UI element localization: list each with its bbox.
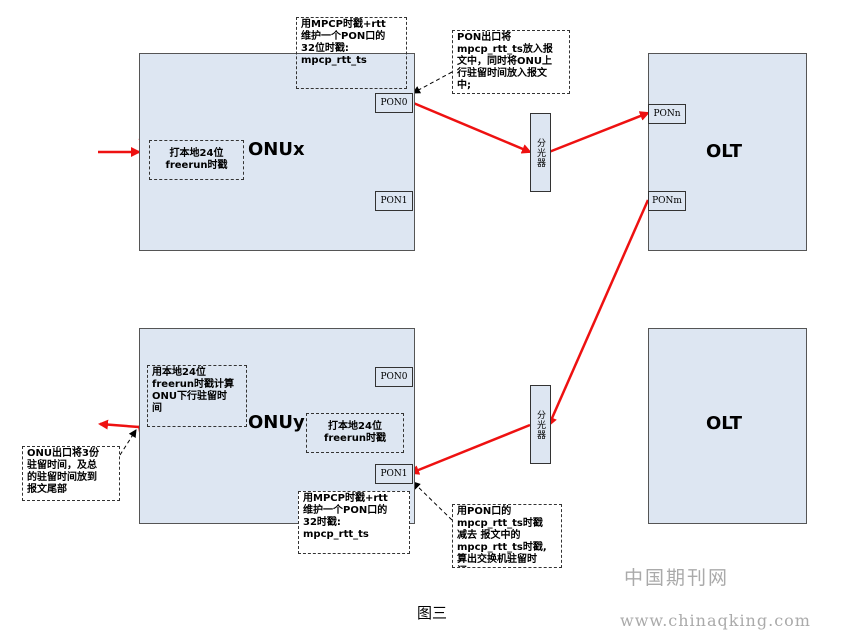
onux-device [139,53,415,251]
olt-out-note: PON出口将 mpcp_rtt_ts放入报 文中，同时将ONU上 行驻留时间放入… [452,30,570,94]
watermark-cn: 中国期刊网 [624,567,730,589]
watermark-url: www.chinaqking.com [620,611,811,630]
output-arrow [98,419,140,430]
onuy-mpcp-note: 用MPCP时戳+rtt 维护一个PON口的 32时戳: mpcp_rtt_ts [298,491,410,554]
onuy-stamp-note: 打本地24位 freerun时戳 [306,413,404,453]
pon-in-note: 用PON口的 mpcp_rtt_ts时戳 减去 报文中的 mpcp_rtt_ts… [452,504,562,568]
onux-mpcp-note: 用MPCP时戳+rtt 维护一个PON口的 32位时戳: mpcp_rtt_ts [296,17,407,89]
olt-bottom-label: OLT [706,413,743,434]
pon-in-pointer [412,481,453,521]
splitter-to-onuy-arrow [409,423,531,475]
olt-out-pointer [412,71,453,94]
onux-pon0-port: PON0 [375,93,413,113]
onuy-calc-note: 用本地24位 freerun时戳计算 ONU下行驻留时 间 [147,365,247,427]
onu-out-pointer [119,429,137,456]
olt-to-splitter-arrow [547,199,650,427]
figure-caption: 图三 [417,604,448,622]
olt-ponn-port: PONn [648,104,686,124]
onuy-pon1-port: PON1 [375,464,413,484]
splitter-top: 分光器 [530,113,551,192]
olt-top-label: OLT [706,141,743,162]
onux-stamp-note: 打本地24位 freerun时戳 [149,140,244,180]
onux-to-splitter-arrow [410,100,532,154]
onuy-label: ONUy [248,412,305,433]
onu-out-note: ONU出口将3份 驻留时间，及总 的驻留时间放到 报文尾部 [22,446,120,501]
olt-top-device [648,53,807,251]
olt-bottom-device [648,328,807,524]
onuy-pon0-port: PON0 [375,367,413,387]
splitter-bottom: 分光器 [530,385,551,464]
onux-pon1-port: PON1 [375,191,413,211]
olt-ponm-port: PONm [648,191,686,211]
splitter-to-olt-arrow [548,111,650,154]
onux-label: ONUx [248,139,305,160]
